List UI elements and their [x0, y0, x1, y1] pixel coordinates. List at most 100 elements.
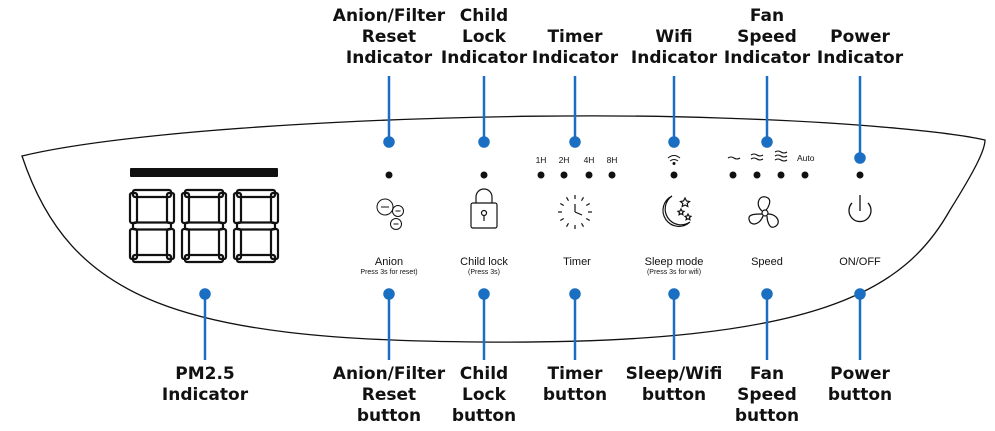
display-digit-2-segment [183, 188, 225, 199]
fan-medium-dot [753, 171, 761, 179]
callout-line: Fan [749, 364, 785, 384]
anion-button-label: Anion [374, 256, 404, 268]
display-digit-1-segment [128, 227, 139, 261]
fan-icon [748, 196, 779, 228]
display-digit-2-segment [217, 191, 228, 225]
child-lock-indicator-dot [480, 171, 488, 179]
display-digit-2-segment [217, 227, 228, 261]
callout-line: Speed [737, 27, 797, 47]
callout-power-indicator: Power Indicator [817, 27, 903, 69]
timer-option-8h: 8H [606, 155, 618, 165]
callout-power-button: Power button [828, 364, 892, 406]
clock-tick [559, 217, 565, 222]
panel-outline [21, 115, 986, 343]
callout-line: Lock [462, 27, 506, 47]
callout-wifi-indicator: Wifi Indicator [631, 27, 717, 69]
sleep-mode-button[interactable]: Sleep mode (Press 3s for wifi) [645, 256, 704, 277]
clock-tick [565, 196, 570, 202]
display-digit-1-segment [131, 221, 173, 231]
callout-line: button [641, 385, 707, 405]
timer-1h-dot [537, 171, 545, 179]
callout-line: Indicator [816, 48, 904, 68]
callout-line: Anion/Filter [332, 364, 446, 384]
clock-tick [580, 222, 585, 228]
display-digit-2-segment [183, 253, 225, 264]
timer-8h-dot [608, 171, 616, 179]
callout-line: button [827, 385, 893, 405]
display-digit-3-segment [232, 227, 243, 261]
callout-line: Power [830, 27, 890, 47]
callout-line: button [451, 406, 517, 426]
sleep-mode-button-sublabel: (Press 3s for wifi) [646, 269, 702, 276]
callout-line: Timer [547, 364, 603, 384]
timer-button-label: Timer [563, 256, 591, 268]
speed-button[interactable]: Speed [751, 256, 783, 268]
display-digit-3-segment [235, 221, 277, 231]
callout-timer-button: Timer button [543, 364, 607, 406]
callout-line: button [356, 406, 422, 426]
speed-button-label: Speed [751, 256, 783, 268]
display-digit-3-segment [235, 253, 277, 264]
low-wave-icon [727, 156, 741, 160]
top-callout-lines [383, 76, 866, 164]
display-digit-1-segment [165, 191, 176, 225]
callout-line: Timer [547, 27, 603, 47]
fan-high-dot [777, 171, 785, 179]
timer-option-1h: 1H [535, 155, 547, 165]
clock-tick [559, 202, 565, 207]
clock-tick [585, 217, 591, 222]
child-lock-button[interactable]: Child lock (Press 3s) [460, 256, 508, 277]
anion-button[interactable]: Anion Press 3s for reset) [360, 256, 417, 277]
moon-stars-icon [662, 195, 693, 227]
child-lock-button-label: Child lock [460, 256, 508, 268]
pm25-display [128, 168, 280, 264]
display-digit-2-segment [180, 227, 191, 261]
callout-anion-filter-reset-indicator: Anion/Filter Reset Indicator [333, 6, 445, 69]
callout-sleep-wifi-button: Sleep/Wifi button [626, 364, 723, 406]
callout-fan-speed-button: Fan Speed button [735, 364, 799, 427]
callout-anion-filter-reset-button: Anion/Filter Reset button [333, 364, 445, 427]
callout-line: button [542, 385, 608, 405]
bottom-callout-lines [199, 288, 866, 360]
timer-button[interactable]: Timer [563, 256, 591, 268]
indicator-dots [385, 171, 864, 179]
callout-line: Fan [749, 6, 785, 26]
callout-line: Indicator [630, 48, 718, 68]
fan-auto-dot [801, 171, 809, 179]
display-digit-3-segment [269, 227, 280, 261]
power-on-off-button[interactable]: ON/OFF [839, 256, 881, 268]
timer-option-4h: 4H [583, 155, 595, 165]
power-button-label: ON/OFF [839, 256, 881, 268]
sleep-mode-button-label: Sleep mode [644, 256, 704, 268]
callout-line: Indicator [531, 48, 619, 68]
callout-line: Indicator [161, 385, 249, 405]
callout-line: Reset [361, 385, 417, 405]
display-digit-3-segment [269, 191, 280, 225]
power-icon [848, 195, 872, 223]
callout-line: Speed [737, 385, 797, 405]
callout-line: Indicator [345, 48, 433, 68]
callout-line: Indicator [723, 48, 811, 68]
callout-line: PM2.5 [175, 364, 235, 384]
callout-line: Wifi [655, 27, 693, 47]
display-digit-2-segment [180, 191, 191, 225]
callout-fan-speed-indicator: Fan Speed Indicator [724, 6, 810, 69]
clock-tick [585, 202, 591, 207]
display-digit-1-segment [131, 188, 173, 199]
padlock-icon [470, 188, 498, 229]
display-digit-2-segment [183, 221, 225, 231]
anion-indicator-dot [385, 171, 393, 179]
callout-timer-indicator: Timer Indicator [532, 27, 618, 69]
anion-button-sublabel: Press 3s for reset) [360, 269, 418, 276]
clock-tick [580, 196, 585, 202]
fan-auto-label: Auto [797, 153, 815, 163]
clock-icon [558, 195, 592, 229]
medium-wave-icon [750, 153, 764, 161]
display-digit-3-segment [235, 188, 277, 199]
callout-line: Indicator [440, 48, 528, 68]
display-digit-1-segment [165, 227, 176, 261]
callout-line: Anion/Filter [332, 6, 446, 26]
display-digit-1-segment [128, 191, 139, 225]
callout-line: Sleep/Wifi [625, 364, 723, 384]
